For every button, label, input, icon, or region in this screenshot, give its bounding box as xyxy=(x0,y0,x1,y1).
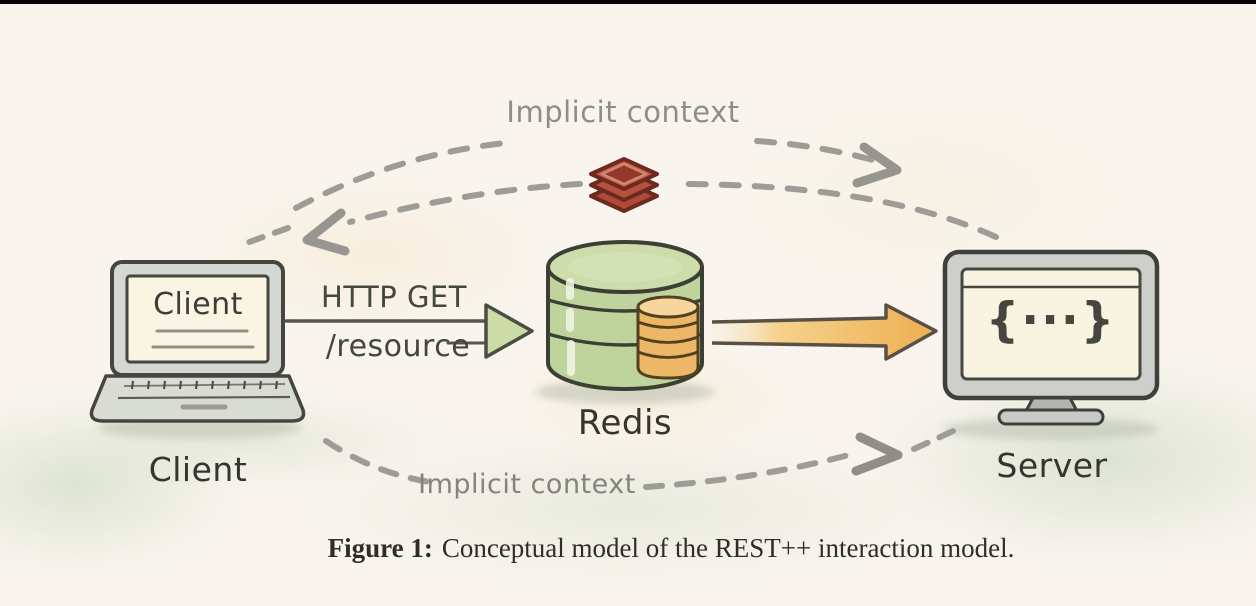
server-screen-text: {···} xyxy=(985,293,1117,348)
redis-node-label: Redis xyxy=(577,403,673,443)
request-path-label: /resource xyxy=(325,329,471,364)
lower-arc-left xyxy=(347,181,583,225)
lower-arc-arrowhead-icon xyxy=(302,208,350,256)
upper-arc-left xyxy=(293,140,508,211)
laptop-icon xyxy=(89,260,306,423)
lower-arc-right xyxy=(673,181,999,240)
upper-arc-arrowhead-icon xyxy=(852,142,902,188)
top-context-label: Implicit context xyxy=(506,95,740,129)
database-cylinder-icon xyxy=(546,240,704,391)
orange-arrow-icon xyxy=(711,303,938,361)
figure-caption-prefix: Figure 1: xyxy=(327,533,433,563)
top-context-arcs xyxy=(235,138,999,256)
client-screen-text: Client xyxy=(153,287,243,322)
top-border-bar xyxy=(0,0,1256,4)
lower-arc-tail xyxy=(235,225,291,249)
figure-caption-text: Conceptual model of the REST++ interacti… xyxy=(441,533,1015,563)
request-method-label: HTTP GET xyxy=(321,280,467,314)
redis-cache-stack-icon xyxy=(589,157,659,213)
figure-caption: Figure 1: Conceptual model of the REST++ … xyxy=(328,533,1015,564)
bottom-arc-arrowhead-icon xyxy=(851,432,903,476)
bottom-arc-left xyxy=(323,438,433,485)
server-node-label: Server xyxy=(996,446,1108,485)
bottom-context-label: Implicit context xyxy=(418,469,636,500)
bottom-arc-right xyxy=(643,450,859,490)
coin-stack-icon xyxy=(636,295,700,380)
bottom-arc-tail xyxy=(911,424,965,452)
upper-arc-right xyxy=(754,138,883,165)
client-node-label: Client xyxy=(148,450,248,489)
